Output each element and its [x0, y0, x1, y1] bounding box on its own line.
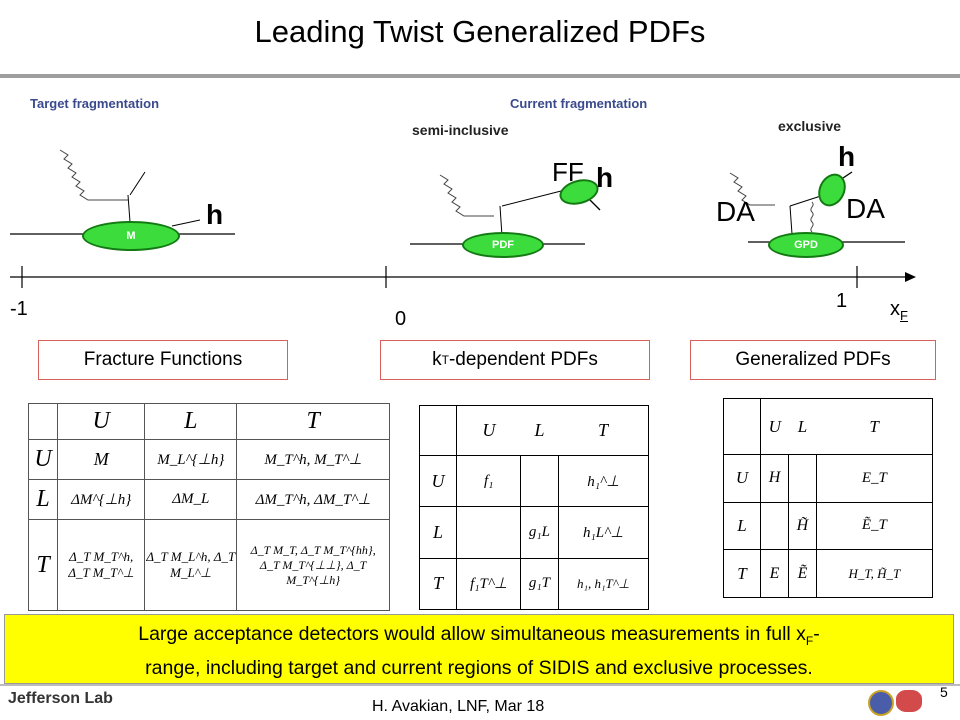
- target-hadron-label: h: [206, 199, 224, 230]
- current-fragmentation-label: Current fragmentation: [510, 96, 648, 111]
- gpd-blob: GPD: [768, 232, 844, 258]
- page-title: Leading Twist Generalized PDFs: [254, 14, 706, 49]
- tmd-header-l: L: [520, 405, 559, 456]
- tmd-cell: [520, 454, 559, 508]
- gpd-header-empty: [723, 398, 761, 455]
- tmd-cell: [455, 506, 522, 559]
- gpd-cell: E: [759, 549, 790, 598]
- axis-xf-label: xF: [890, 298, 908, 323]
- ff-cell: M_T^h, M_T^⊥: [236, 439, 390, 480]
- fracture-blob: M: [82, 221, 180, 251]
- ff-label: FF: [552, 157, 584, 187]
- tmd-header-empty: [419, 405, 457, 456]
- axis-tick-minus-one: -1: [10, 298, 28, 320]
- gpd-cell: H: [759, 454, 790, 503]
- gpd-cell: H_T, H̃_T: [815, 549, 934, 598]
- ff-header-u: U: [56, 403, 146, 440]
- tmd-header-t: T: [558, 405, 649, 456]
- da-right-label: DA: [846, 193, 885, 224]
- ff-cell: Δ_T M_T^h, Δ_T M_T^⊥: [56, 519, 146, 611]
- gpd-table: U L T U H E_T L H̃ Ẽ_T T E Ẽ H_T, H̃_T: [723, 398, 934, 598]
- ff-cell: ΔM_L: [144, 479, 238, 520]
- gpd-header-t: T: [816, 398, 933, 455]
- gpd-cell: [788, 454, 817, 503]
- gpd-cell: [759, 501, 790, 551]
- generalized-pdfs-box: Generalized PDFs: [690, 340, 936, 380]
- tmd-row-l: L: [419, 506, 457, 559]
- semi-inclusive-hadron-label: h: [596, 162, 614, 193]
- gpd-row-t: T: [723, 549, 761, 598]
- gpd-cell: H̃: [788, 501, 817, 551]
- gpd-row-l: L: [723, 501, 761, 551]
- da-left-label: DA: [716, 196, 755, 227]
- fracture-functions-table: U L T U M M_L^{⊥h} M_T^h, M_T^⊥ L ΔM^{⊥h…: [28, 403, 390, 611]
- tmd-row-u: U: [419, 454, 457, 508]
- ff-row-t: T: [28, 519, 58, 611]
- target-fragmentation-label: Target fragmentation: [30, 96, 160, 111]
- tmd-cell: f₁T^⊥: [455, 557, 522, 611]
- semi-inclusive-label: semi-inclusive: [412, 122, 509, 138]
- axis-tick-zero: 0: [395, 308, 407, 330]
- acceptance-note: Large acceptance detectors would allow s…: [4, 614, 954, 684]
- gpd-cell: E_T: [815, 454, 934, 503]
- jefferson-lab-logo: Jefferson Lab: [8, 690, 113, 707]
- ff-cell: M: [56, 439, 146, 480]
- gpd-header-u: U: [760, 398, 789, 455]
- ff-row-u: U: [28, 439, 58, 480]
- tmd-cell: g₁T: [520, 557, 559, 611]
- tmd-row-t: T: [419, 557, 457, 611]
- axis-tick-one: 1: [836, 290, 848, 312]
- tmd-table: U L T U f₁ h₁^⊥ L g₁L h₁L^⊥ T f₁T^⊥ g₁T …: [419, 405, 650, 611]
- gpd-cell: Ẽ_T: [815, 501, 934, 551]
- tmd-cell: h₁, h₁T^⊥: [557, 557, 650, 611]
- tmd-header-u: U: [456, 405, 521, 456]
- page-number: 5: [940, 684, 948, 700]
- acceptance-note-line1: Large acceptance detectors would allow s…: [138, 623, 820, 648]
- footer-divider: [0, 684, 960, 686]
- ff-cell: ΔM_T^h, ΔM_T^⊥: [236, 479, 390, 520]
- pdf-blob: PDF: [462, 232, 544, 258]
- ff-cell: Δ_T M_T, Δ_T M_T^{hh}, Δ_T M_T^{⊥⊥}, Δ_T…: [236, 519, 390, 611]
- tmd-cell: f₁: [455, 454, 522, 508]
- ff-header-l: L: [144, 403, 238, 440]
- ff-cell: M_L^{⊥h}: [144, 439, 238, 480]
- exclusive-label: exclusive: [778, 118, 842, 134]
- gpd-row-u: U: [723, 454, 761, 503]
- ff-cell: ΔM^{⊥h}: [56, 479, 146, 520]
- tmd-cell: g₁L: [520, 506, 559, 559]
- title-divider: [0, 74, 960, 78]
- fracture-functions-box: Fracture Functions: [38, 340, 288, 380]
- infn-logo-icon: [896, 690, 922, 712]
- tmd-cell: h₁^⊥: [557, 454, 650, 508]
- ff-header-empty: [28, 403, 58, 440]
- gpd-header-l: L: [788, 398, 817, 455]
- exclusive-hadron-label: h: [838, 141, 856, 172]
- ff-row-l: L: [28, 479, 58, 520]
- ff-cell: Δ_T M_L^h, Δ_T M_L^⊥: [144, 519, 238, 611]
- footer-author: H. Avakian, LNF, Mar 18: [372, 698, 545, 715]
- tmd-cell: h₁L^⊥: [557, 506, 650, 559]
- ff-header-t: T: [236, 403, 390, 440]
- lnf-logo-icon: [868, 690, 894, 716]
- acceptance-note-line2: range, including target and current regi…: [145, 656, 813, 679]
- footer: Jefferson Lab H. Avakian, LNF, Mar 18 5: [0, 684, 960, 720]
- gpd-cell: Ẽ: [788, 549, 817, 598]
